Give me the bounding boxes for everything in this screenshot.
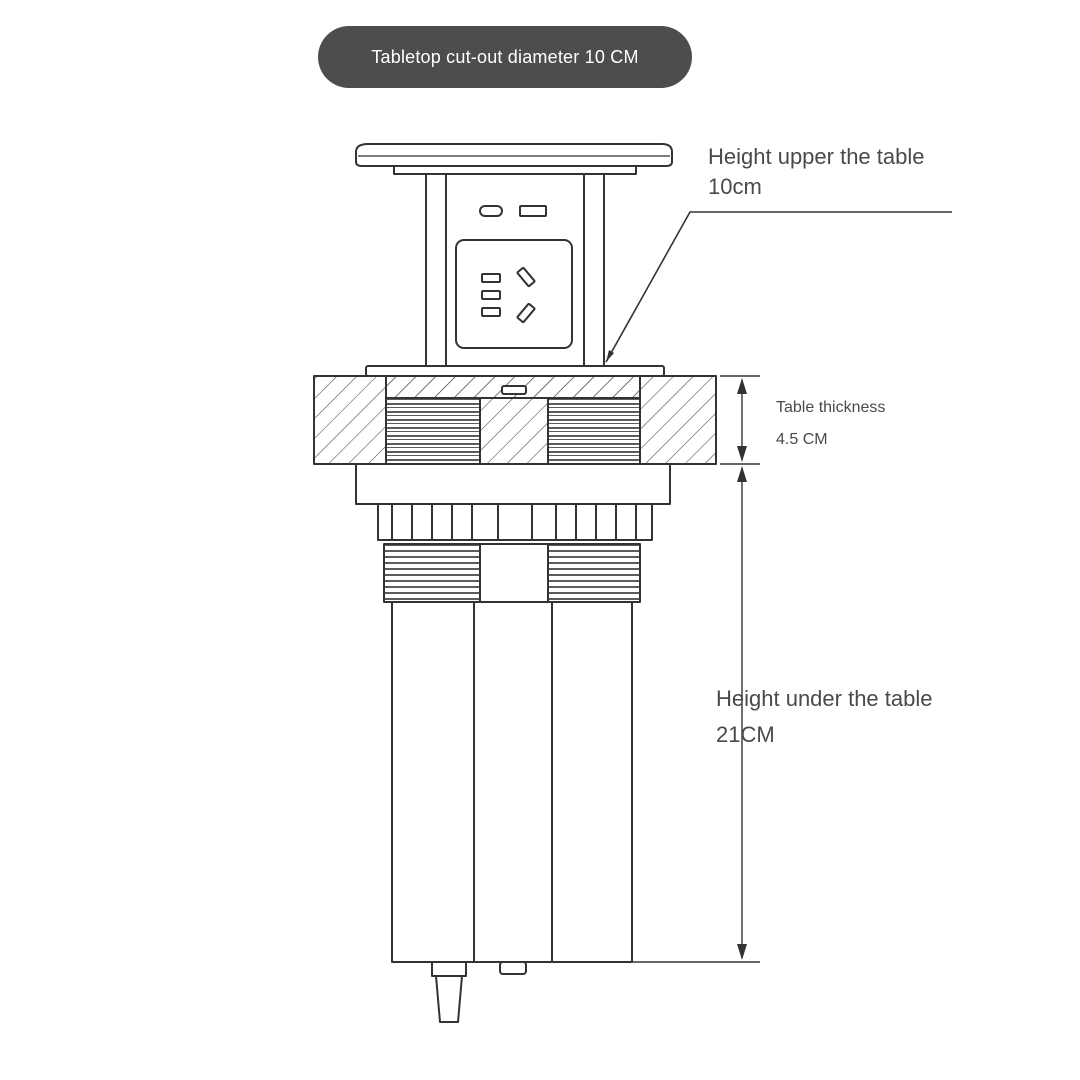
- lower-flange: [355, 463, 671, 505]
- top-flange: [365, 365, 665, 377]
- cutout-diameter-badge: Tabletop cut-out diameter 10 CM: [318, 26, 692, 88]
- socket-lower-housing: [391, 601, 633, 963]
- usb-a-port-icon: [519, 205, 547, 217]
- cutout-diameter-label: Tabletop cut-out diameter 10 CM: [371, 46, 639, 67]
- table-section: [313, 375, 717, 465]
- upper-height-value: 10cm: [708, 174, 762, 199]
- threaded-tubes: [383, 543, 641, 603]
- socket-lid: [355, 143, 673, 175]
- cable-gland: [431, 961, 467, 1023]
- under-height-value: 21CM: [716, 722, 775, 747]
- upper-height-leader: [605, 211, 952, 363]
- thickness-dimension-line: [720, 375, 760, 465]
- thickness-value: 4.5 CM: [776, 431, 828, 448]
- nut-ring: [377, 503, 653, 541]
- upper-height-label: Height upper the table: [708, 144, 925, 169]
- usb-c-port-icon: [479, 205, 503, 217]
- thickness-label: Table thickness: [776, 399, 886, 416]
- power-outlet-icon: [455, 239, 573, 349]
- under-height-dimension-line: [632, 466, 760, 963]
- bottom-connector: [499, 961, 527, 975]
- under-height-label: Height under the table: [716, 686, 933, 711]
